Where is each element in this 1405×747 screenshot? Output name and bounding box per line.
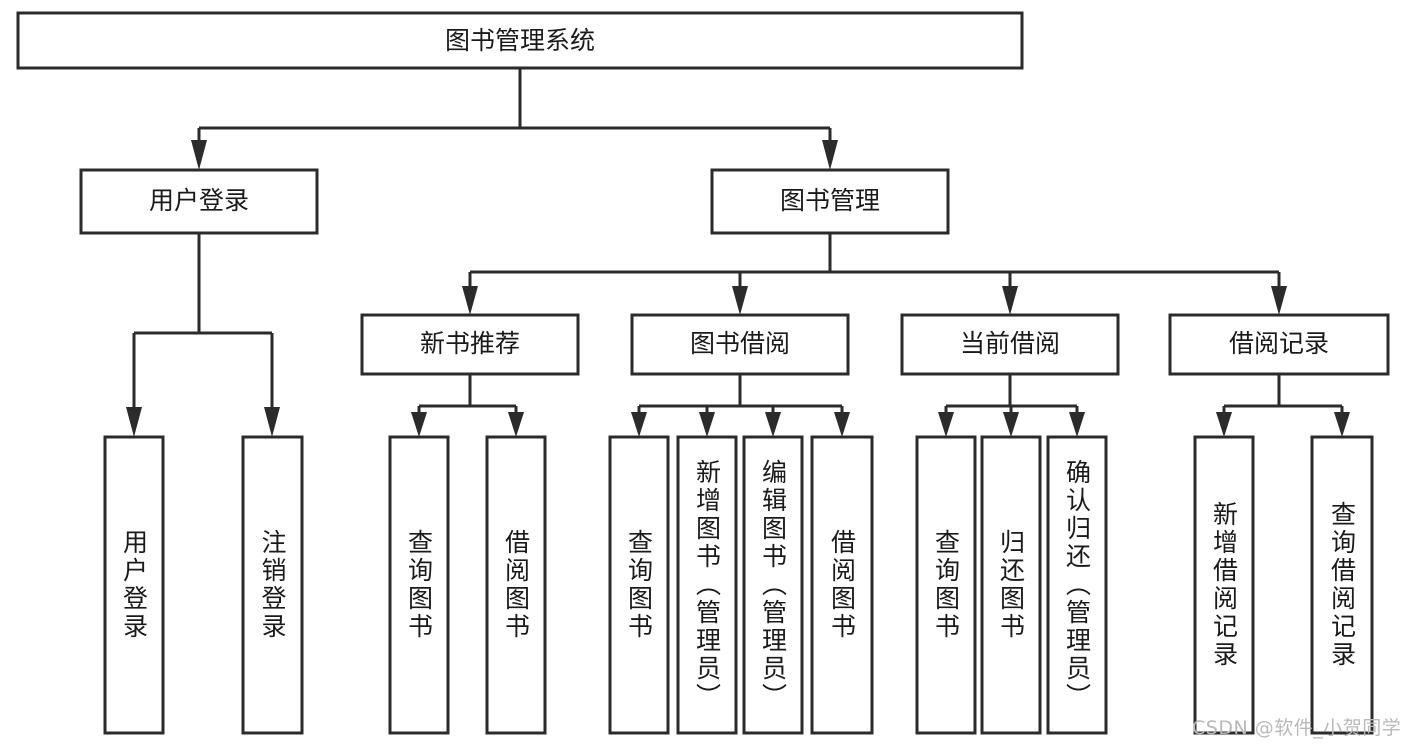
node-leaf-borrow-book-1-box[interactable] (485, 435, 547, 735)
node-book-manage[interactable]: 图书管理 (710, 168, 950, 235)
node-leaf-edit-book-label: 编辑图书（管理员） (758, 459, 788, 711)
node-current-borrow-box[interactable] (900, 313, 1120, 376)
arrow-head-leaf-confirm-return (1069, 412, 1085, 437)
node-book-borrow[interactable]: 图书借阅 (630, 313, 850, 376)
node-title-box[interactable] (16, 11, 1024, 70)
node-book-borrow-box[interactable] (630, 313, 850, 376)
arrow-head-borrow-record (1271, 286, 1287, 315)
arrow-head-new-book-recommend (462, 286, 478, 315)
node-leaf-user-login-label: 用户登录 (119, 529, 149, 641)
node-leaf-add-book-label: 新增图书（管理员） (692, 459, 722, 711)
node-leaf-logout-box[interactable] (241, 435, 304, 735)
node-leaf-query-book-2-label: 查询图书 (624, 529, 654, 641)
arrow-head-leaf-borrow-book-2 (834, 412, 850, 437)
node-new-book-recommend[interactable]: 新书推荐 (360, 313, 580, 376)
node-leaf-borrow-book-2-label: 借阅图书 (827, 529, 857, 641)
arrow-head-book-manage (822, 140, 838, 170)
arrow-head-leaf-query-book-1 (411, 412, 427, 437)
arrow-head-leaf-add-book (699, 412, 715, 437)
node-borrow-record[interactable]: 借阅记录 (1168, 313, 1390, 376)
node-new-book-recommend-box[interactable] (360, 313, 580, 376)
arrow-head-leaf-return-book (1003, 412, 1019, 437)
arrow-head-user-login (191, 140, 207, 170)
node-current-borrow-label: 当前借阅 (960, 329, 1060, 358)
node-leaf-query-book-1-box[interactable] (388, 435, 450, 735)
node-leaf-query-record-box[interactable] (1310, 435, 1374, 735)
leaf-boxes-layer (103, 435, 1374, 735)
node-leaf-add-record-box[interactable] (1193, 435, 1255, 735)
arrow-head-leaf-borrow-book-1 (508, 412, 524, 437)
node-leaf-add-record-label: 新增借阅记录 (1209, 501, 1239, 669)
arrow-head-leaf-edit-book (765, 412, 781, 437)
arrow-head-leaf-query-book-3 (938, 412, 954, 437)
arrow-head-leaf-query-book-2 (631, 412, 647, 437)
connector-layer (126, 68, 1350, 437)
node-leaf-return-book-box[interactable] (980, 435, 1042, 735)
node-leaf-edit-book-box[interactable] (742, 435, 804, 735)
arrow-head-current-borrow (1002, 286, 1018, 315)
node-title[interactable]: 图书管理系统 (16, 11, 1024, 70)
arrow-head-leaf-query-record (1334, 412, 1350, 437)
csdn-watermark: CSDN @软件_小贺同学 (1192, 717, 1402, 739)
node-borrow-record-label: 借阅记录 (1229, 329, 1329, 358)
node-leaf-confirm-return-box[interactable] (1046, 435, 1108, 735)
node-user-login-box[interactable] (79, 168, 319, 235)
node-leaf-return-book-label: 归还图书 (996, 529, 1026, 641)
node-book-manage-box[interactable] (710, 168, 950, 235)
node-book-manage-label: 图书管理 (780, 186, 880, 215)
arrow-head-leaf-user-login (126, 407, 142, 437)
node-leaf-query-book-3-box[interactable] (915, 435, 977, 735)
node-user-login-label: 用户登录 (149, 186, 249, 215)
node-leaf-query-book-3-label: 查询图书 (931, 529, 961, 641)
node-user-login[interactable]: 用户登录 (79, 168, 319, 235)
node-leaf-borrow-book-1-label: 借阅图书 (501, 529, 531, 641)
node-borrow-record-box[interactable] (1168, 313, 1390, 376)
node-leaf-confirm-return-label: 确认归还（管理员） (1062, 459, 1092, 711)
node-new-book-recommend-label: 新书推荐 (420, 329, 520, 358)
node-leaf-query-book-1-label: 查询图书 (404, 529, 434, 641)
node-leaf-borrow-book-2-box[interactable] (810, 435, 874, 735)
arrow-head-leaf-logout (264, 407, 280, 437)
node-leaf-query-book-2-box[interactable] (608, 435, 670, 735)
node-leaf-query-record-label: 查询借阅记录 (1327, 501, 1357, 669)
node-leaf-user-login-box[interactable] (103, 435, 165, 735)
arrow-head-leaf-add-record (1216, 412, 1232, 437)
node-title-label: 图书管理系统 (445, 26, 595, 55)
node-book-borrow-label: 图书借阅 (690, 329, 790, 358)
node-leaf-add-book-box[interactable] (676, 435, 738, 735)
node-leaf-logout-label: 注销登录 (258, 529, 287, 641)
node-current-borrow[interactable]: 当前借阅 (900, 313, 1120, 376)
arrow-head-book-borrow (732, 286, 748, 315)
